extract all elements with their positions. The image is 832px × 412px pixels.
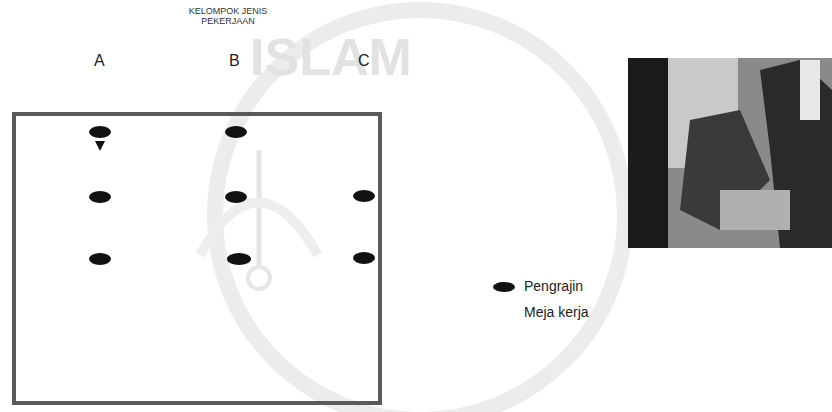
craftsman-group	[89, 126, 375, 265]
craftsman-mark	[89, 191, 111, 203]
craftsman-mark	[225, 126, 247, 138]
photo-ground	[628, 58, 832, 248]
craftsman-mark	[89, 126, 111, 138]
column-label: A	[94, 52, 105, 70]
workshop-outline	[14, 114, 380, 403]
legend-text: Meja kerja	[524, 304, 589, 320]
legend-craftsman-sample	[493, 282, 515, 292]
craftsman-mark	[353, 190, 375, 202]
photo-shadow	[628, 58, 668, 248]
column-label: C	[358, 52, 370, 70]
photo-light	[800, 60, 820, 120]
column-label: B	[229, 52, 240, 70]
craftsman-mark	[225, 191, 247, 203]
watermark-circle	[248, 267, 270, 289]
craftsman-mark	[353, 252, 375, 264]
workshop-photo	[628, 58, 832, 248]
diagram-title: KELOMPOK JENIS PEKERJAAN	[186, 6, 270, 27]
watermark-text: ISLAM	[250, 28, 412, 88]
watermark-line	[257, 150, 262, 268]
craftsman-mark	[89, 253, 111, 265]
craftsman-mark	[227, 253, 251, 265]
direction-arrow	[95, 141, 105, 151]
watermark-flame	[200, 203, 318, 256]
photo-table	[720, 190, 790, 230]
legend-text: Pengrajin	[524, 278, 583, 294]
